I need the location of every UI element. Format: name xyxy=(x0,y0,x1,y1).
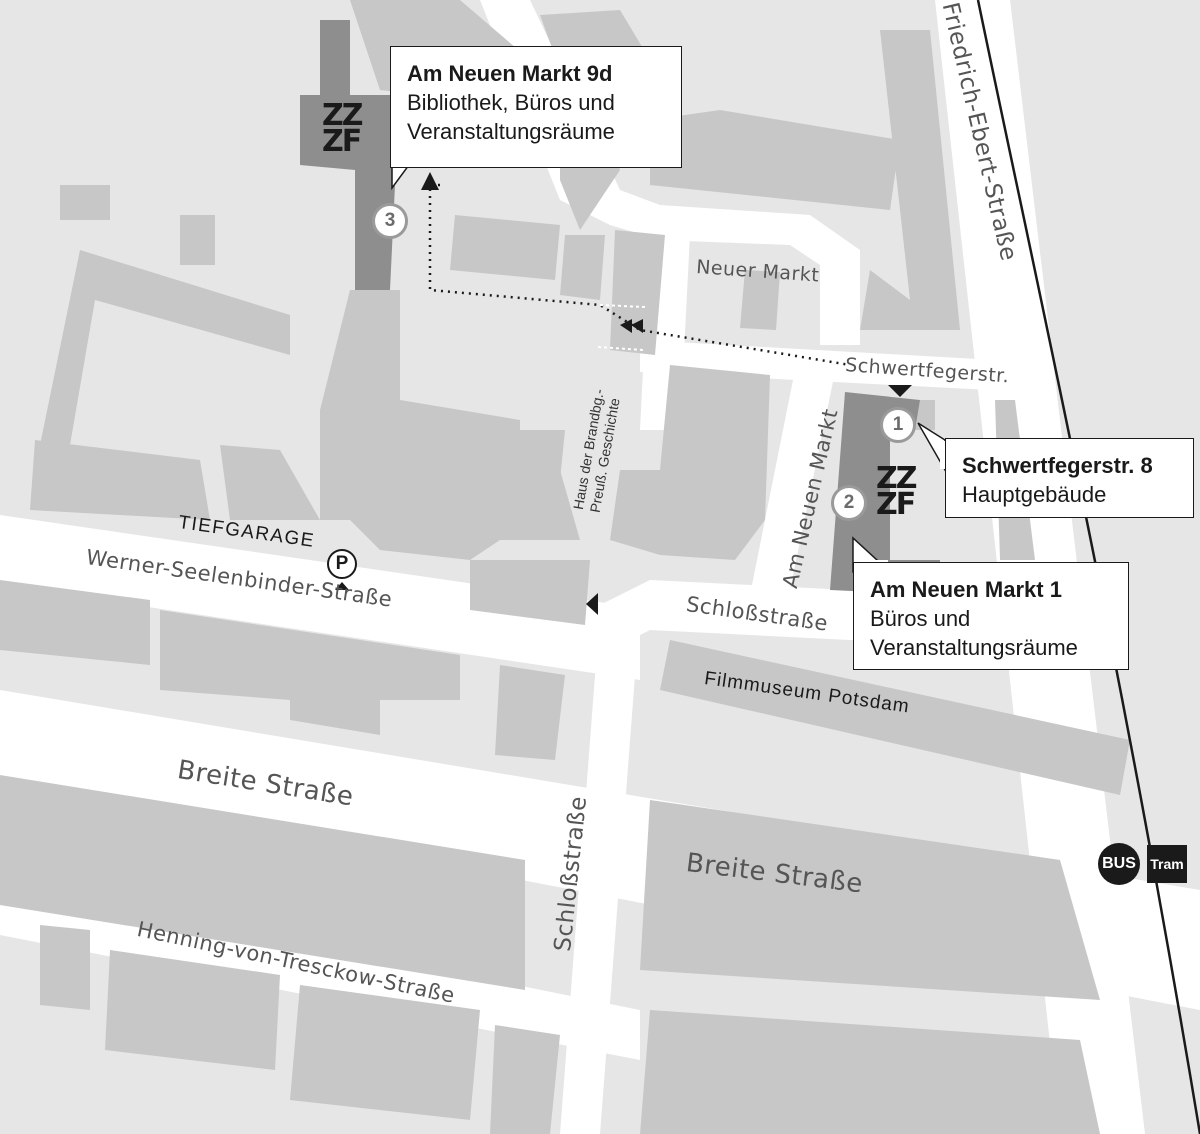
callout-location-1[interactable]: Schwertfegerstr. 8 Hauptgebäude xyxy=(945,438,1194,518)
building xyxy=(105,950,280,1070)
building xyxy=(180,215,215,265)
building xyxy=(60,185,110,220)
road-werner-seelenbinder xyxy=(0,515,640,680)
building xyxy=(470,560,590,625)
building xyxy=(40,250,290,445)
callout-title: Am Neuen Markt 1 xyxy=(870,577,1062,602)
building xyxy=(860,30,960,330)
building xyxy=(520,430,565,480)
building xyxy=(320,290,580,560)
location-badge-2[interactable]: 2 xyxy=(831,485,867,521)
passage-marker xyxy=(599,304,646,308)
zzf-logo-line2: ZF xyxy=(876,487,916,522)
zzf-logo-icon: ZZ ZF xyxy=(322,98,363,159)
callout-line: Veranstaltungsräume xyxy=(407,119,615,144)
zzf-building-9d xyxy=(300,20,395,290)
route-arrow-left-icon xyxy=(620,319,632,333)
entrance-marker-icon xyxy=(335,582,349,590)
route-arrow-up-icon xyxy=(421,172,439,190)
building xyxy=(640,800,1100,1000)
entrance-marker-icon xyxy=(586,593,598,615)
zzf-logo-icon: ZZ ZF xyxy=(876,461,917,522)
building xyxy=(740,270,780,330)
callout-location-2[interactable]: Am Neuen Markt 1 Büros und Veranstaltung… xyxy=(853,562,1129,670)
building xyxy=(660,640,1130,795)
building xyxy=(0,580,150,665)
route-arrow-left-icon xyxy=(631,319,643,333)
callout-line: Veranstaltungsräume xyxy=(870,635,1078,660)
building xyxy=(650,110,900,210)
tram-stop-icon: Tram xyxy=(1147,845,1187,883)
zzf-logo-line1: ZZ xyxy=(876,461,917,496)
location-badge-3[interactable]: 3 xyxy=(372,203,408,239)
passage-marker xyxy=(597,346,644,351)
building xyxy=(220,445,320,520)
building xyxy=(495,665,565,760)
callout-title: Am Neuen Markt 9d xyxy=(407,61,613,86)
parking-icon: P xyxy=(327,549,357,579)
callout-location-3[interactable]: Am Neuen Markt 9d Bibliothek, Büros und … xyxy=(390,46,682,168)
road-am-neuen-markt xyxy=(752,370,835,590)
entrance-marker-icon xyxy=(888,385,912,397)
building xyxy=(490,1025,560,1134)
building xyxy=(640,1010,1100,1134)
building xyxy=(40,925,90,1010)
building xyxy=(560,235,605,300)
building xyxy=(30,440,210,520)
callout-title: Schwertfegerstr. 8 xyxy=(962,453,1153,478)
road-schlossstrasse-vertical xyxy=(560,610,640,1134)
building xyxy=(610,365,770,560)
road-neuer-markt-loop xyxy=(480,0,860,345)
zzf-logo-line1: ZZ xyxy=(322,98,363,133)
location-badge-1[interactable]: 1 xyxy=(880,407,916,443)
building xyxy=(450,215,560,280)
buildings xyxy=(0,0,1130,1134)
building xyxy=(0,775,525,990)
building xyxy=(915,400,935,430)
building xyxy=(290,985,480,1120)
bus-stop-icon: BUS xyxy=(1098,843,1140,885)
road-schwertfegerstr xyxy=(640,340,1030,392)
callout-line: Büros und xyxy=(870,606,971,631)
callout-line: Hauptgebäude xyxy=(962,482,1107,507)
building xyxy=(160,610,460,735)
callout-line: Bibliothek, Büros und xyxy=(407,90,615,115)
zzf-logo-line2: ZF xyxy=(322,124,362,159)
